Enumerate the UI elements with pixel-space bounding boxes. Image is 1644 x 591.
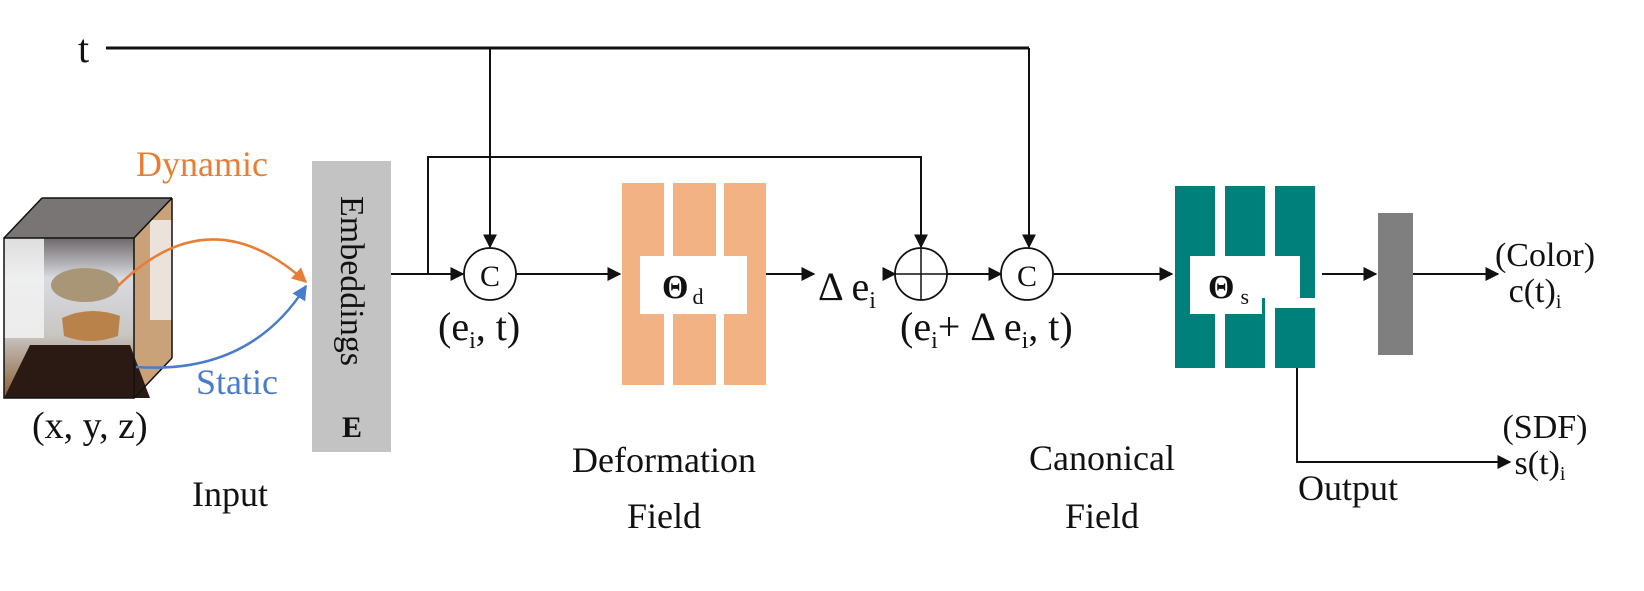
dynamic-arrow xyxy=(117,238,308,287)
static-label: Static xyxy=(196,362,278,402)
concat1-label: (ei, t) xyxy=(438,304,520,354)
canonical-network xyxy=(1175,186,1315,368)
static-arrow xyxy=(135,284,308,369)
embedding-symbol: E xyxy=(342,411,362,444)
dynamic-object xyxy=(51,268,119,302)
concat2-symbol: C xyxy=(1017,260,1037,293)
canonical-caption-line2: Field xyxy=(1065,496,1139,536)
skip-connection-arrow xyxy=(427,156,928,274)
sdf-value: s(t)i xyxy=(1515,445,1566,485)
sdf-label: (SDF) xyxy=(1502,409,1587,446)
concat2-label: (ei+ Δ ei, t) xyxy=(900,304,1073,354)
coords-label: (x, y, z) xyxy=(32,405,148,447)
color-value: c(t)i xyxy=(1509,273,1562,313)
delta-label: Δ ei xyxy=(818,264,876,314)
embedding-label: Embeddings xyxy=(333,196,370,366)
input-cube-image xyxy=(3,197,173,399)
static-object xyxy=(62,310,120,341)
input-caption: Input xyxy=(192,474,268,514)
time-input-label: t xyxy=(78,26,89,71)
dynamic-label: Dynamic xyxy=(136,144,268,184)
deformation-network xyxy=(622,183,766,385)
color-output-layer xyxy=(1378,213,1413,355)
color-label: (Color) xyxy=(1495,237,1595,274)
canonical-caption-line1: Canonical xyxy=(1029,438,1175,478)
embedding-block xyxy=(312,161,391,452)
concat1-symbol: C xyxy=(480,260,500,293)
sdf-output-arrow xyxy=(1296,368,1512,469)
deformation-caption-line2: Field xyxy=(627,496,701,536)
output-caption: Output xyxy=(1298,468,1398,508)
deformation-caption-line1: Deformation xyxy=(572,440,756,480)
